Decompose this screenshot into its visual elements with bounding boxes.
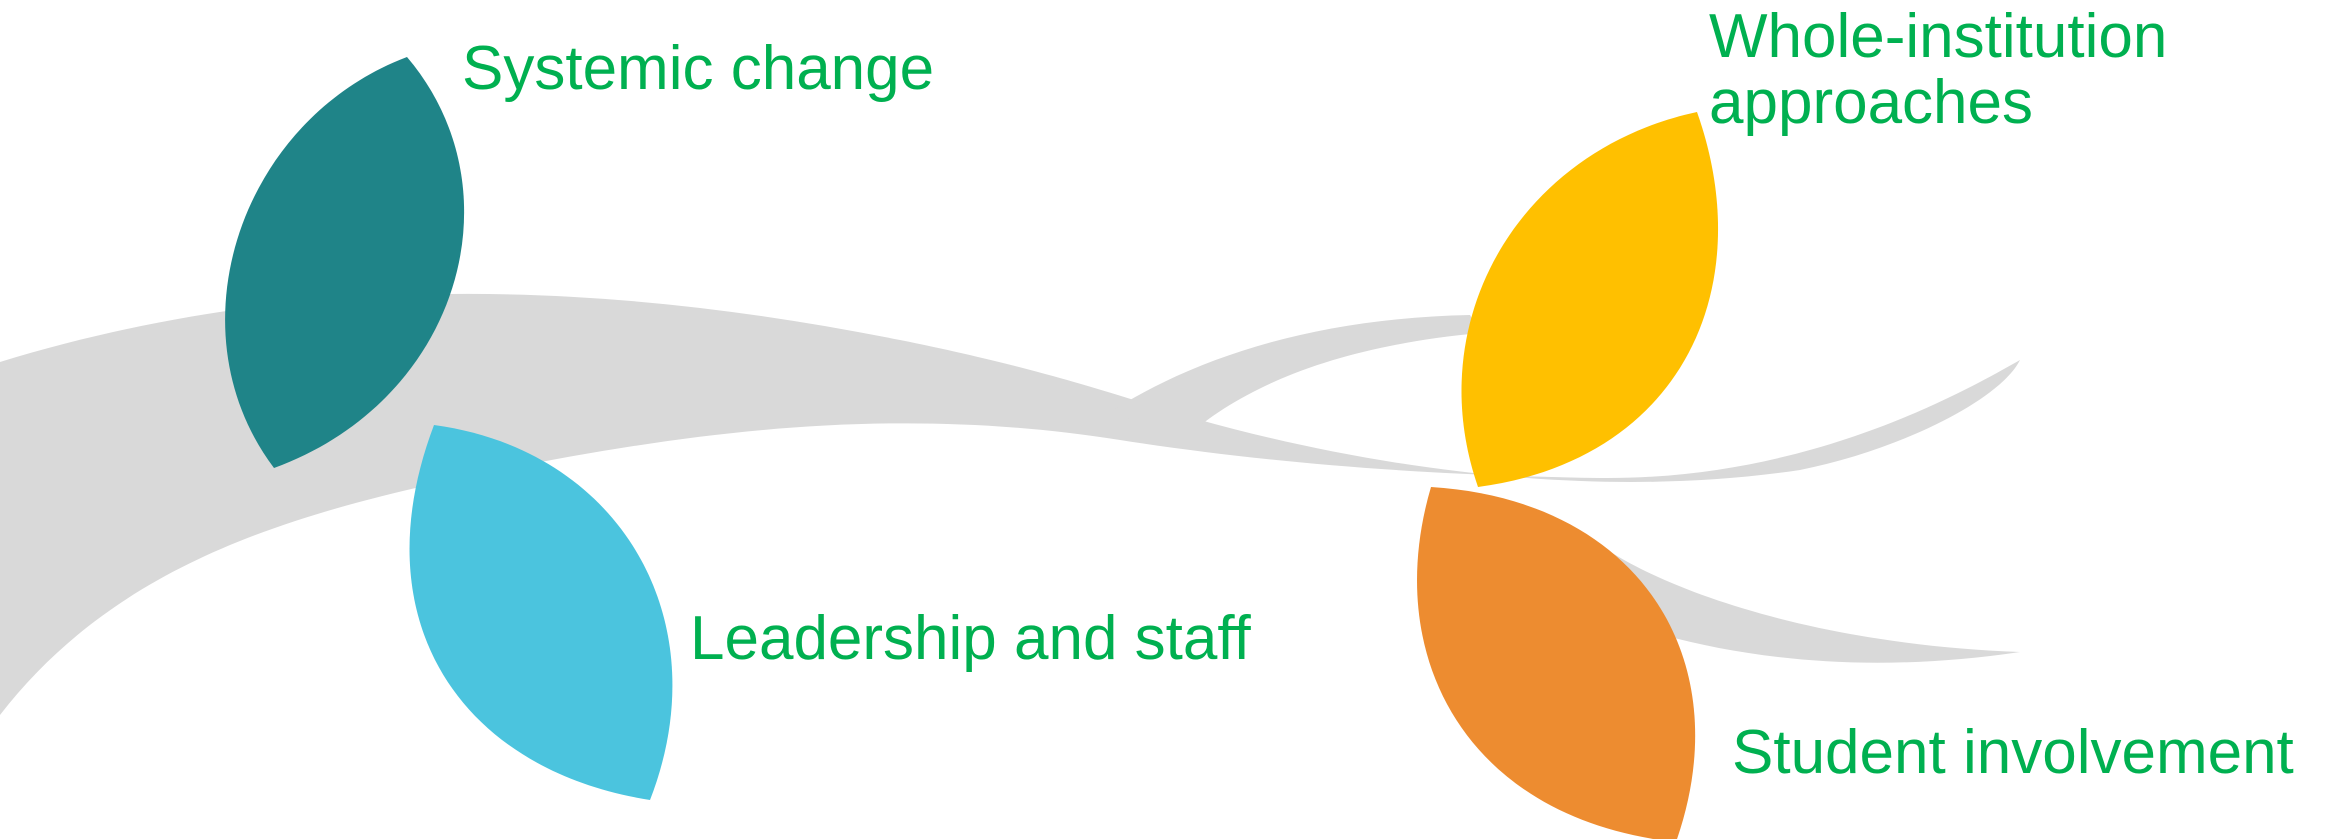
label-leadership-and-staff: Leadership and staff	[690, 604, 1251, 673]
label-whole-line1: Whole-institution	[1709, 2, 2168, 71]
label-whole-institution-approaches: Whole-institution approaches	[1709, 4, 2167, 136]
leaf-whole	[1461, 112, 1719, 487]
label-student-involvement: Student involvement	[1732, 718, 2294, 787]
leaf-leadership	[409, 425, 673, 800]
leaf-systemic	[225, 57, 465, 468]
branch-trunk	[0, 293, 2020, 715]
label-whole-line2: approaches	[1709, 68, 2034, 137]
branch-lower	[1560, 530, 2020, 663]
label-systemic-change: Systemic change	[462, 34, 935, 103]
leaf-student	[1417, 487, 1696, 839]
branch-upper	[1110, 315, 1480, 438]
